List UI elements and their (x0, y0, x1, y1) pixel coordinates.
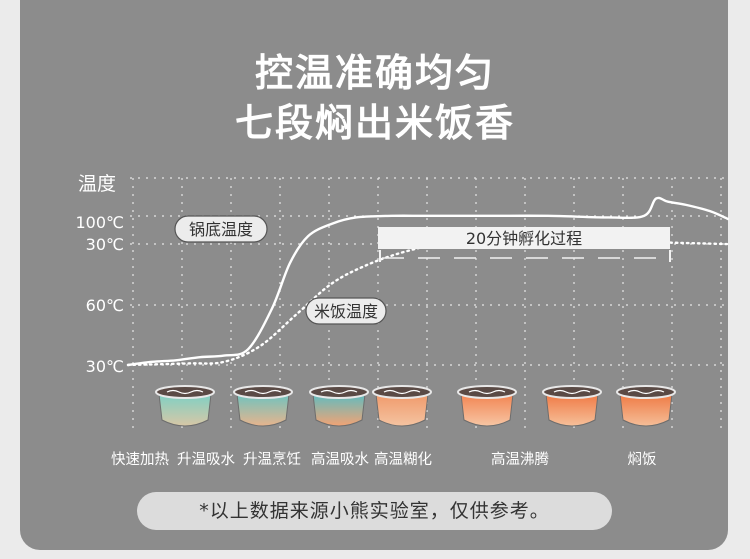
axis-labels: 温度 100℃ 30℃ 60℃ 30℃ (75, 173, 124, 376)
pot-body (375, 393, 429, 427)
stage-labels: 快速加热升温吸水升温烹饪高温吸水高温糊化 高温沸腾 焖饭 (111, 450, 657, 468)
stage-label: 升温烹饪 (243, 450, 301, 468)
annotation-label: 20分钟孵化过程 (466, 229, 582, 248)
stage-label: 快速加热 (111, 451, 169, 468)
background-panel (20, 0, 728, 550)
pot-rim (372, 385, 432, 399)
series-rice-temp (126, 239, 730, 367)
pot-rim (616, 385, 676, 399)
series-pot-bottom-temp (126, 196, 730, 367)
pot-rim (309, 385, 369, 399)
pot-body (545, 393, 599, 427)
pot-rim (233, 385, 293, 399)
y-axis-label: 温度 (78, 173, 116, 195)
pot-body (158, 393, 212, 427)
y-tick-label: 30℃ (86, 235, 124, 254)
y-tick-label: 60℃ (86, 296, 124, 315)
pot-body (312, 393, 366, 427)
headline-line1: 控温准确均匀 (254, 51, 495, 95)
annotation-box (378, 227, 670, 249)
y-tick-label: 100℃ (75, 213, 124, 232)
legend-label-pot-bottom: 锅底温度 (189, 220, 253, 239)
pot-steam (468, 389, 506, 395)
stage-label: 焖饭 (628, 451, 657, 468)
legend-label-rice-bg (305, 297, 387, 325)
pot-steam (320, 389, 358, 395)
pot-body (460, 393, 514, 427)
pot-steam (383, 389, 421, 395)
pot-body (236, 393, 290, 427)
y-tick-label: 30℃ (86, 357, 124, 376)
legend-label-pot-bottom-bg (174, 215, 268, 243)
stage-label: 高温糊化 (374, 451, 432, 468)
stage-pots (155, 385, 676, 427)
pot-steam (166, 389, 204, 395)
pot-steam (244, 389, 282, 395)
pot-body (619, 393, 673, 427)
stage-label: 高温沸腾 (491, 451, 549, 468)
footnote: *以上数据来源小熊实验室，仅供参考。 (137, 492, 612, 530)
pot-rim (542, 385, 602, 399)
pot-steam (627, 389, 665, 395)
stage-label: 高温吸水 (311, 451, 369, 468)
pot-rim (155, 385, 215, 399)
stage-label: 升温吸水 (177, 451, 235, 468)
pot-rim (457, 385, 517, 399)
headline-line2: 七段焖出米饭香 (234, 101, 515, 145)
pot-steam (553, 389, 591, 395)
legend-label-rice: 米饭温度 (314, 302, 378, 321)
